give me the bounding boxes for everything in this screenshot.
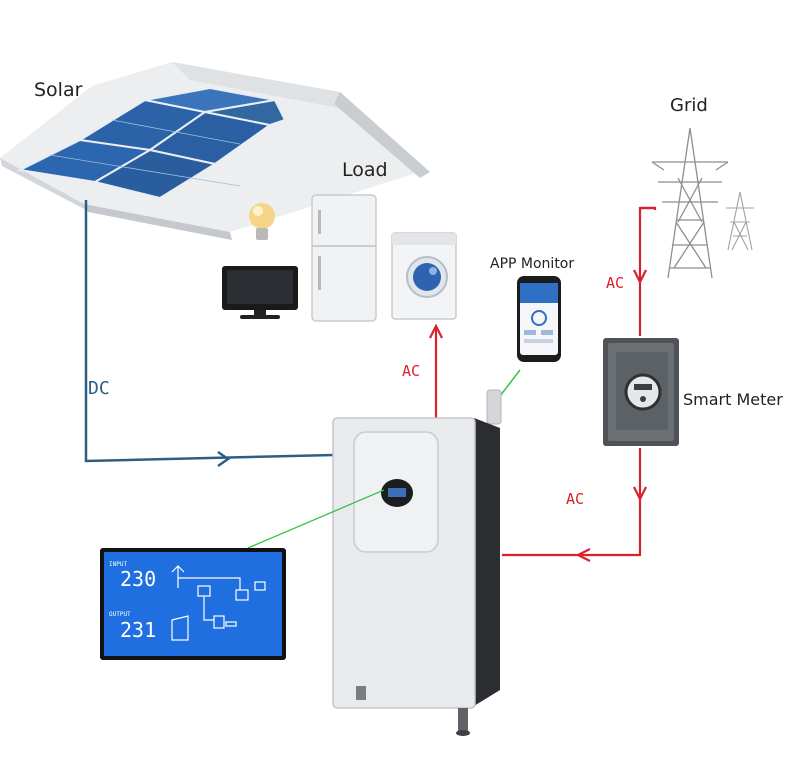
solar-panel-array [16, 86, 287, 200]
lcd-output-label: OUTPUT [109, 611, 131, 618]
refrigerator-icon [311, 194, 377, 322]
load-label: Load [342, 159, 388, 181]
lcd-link-line [247, 489, 385, 549]
smart-meter-label: Smart Meter [683, 390, 783, 409]
solar-label: Solar [34, 79, 83, 101]
smart-meter-icon [603, 338, 679, 446]
smartphone-icon [517, 276, 561, 362]
hybrid-inverter-cabinet [332, 389, 502, 736]
ac-line-grid [502, 206, 657, 562]
dc-line [84, 200, 335, 468]
washing-machine-icon [391, 232, 457, 320]
ac-label-grid-bottom: AC [566, 490, 584, 508]
solar-roof [0, 62, 430, 240]
lcd-output-value: 231 [120, 618, 156, 642]
app-monitor-label: APP Monitor [490, 256, 574, 272]
transmission-tower-small-icon [726, 191, 754, 251]
app-link-line [499, 369, 521, 397]
grid-label: Grid [670, 95, 708, 116]
dc-label: DC [88, 378, 110, 399]
light-bulb-icon [249, 203, 275, 240]
monitor-icon [222, 266, 298, 319]
ac-line-load [429, 323, 443, 418]
lcd-input-label: INPUT [109, 561, 127, 568]
lcd-display: INPUT 230 OUTPUT 231 [100, 548, 286, 660]
ac-label-load: AC [402, 362, 420, 380]
lcd-input-value: 230 [120, 567, 156, 591]
transmission-tower-icon [651, 127, 729, 279]
lcd-flow-schematic-icon [171, 565, 266, 641]
ac-label-grid-top: AC [606, 274, 624, 292]
